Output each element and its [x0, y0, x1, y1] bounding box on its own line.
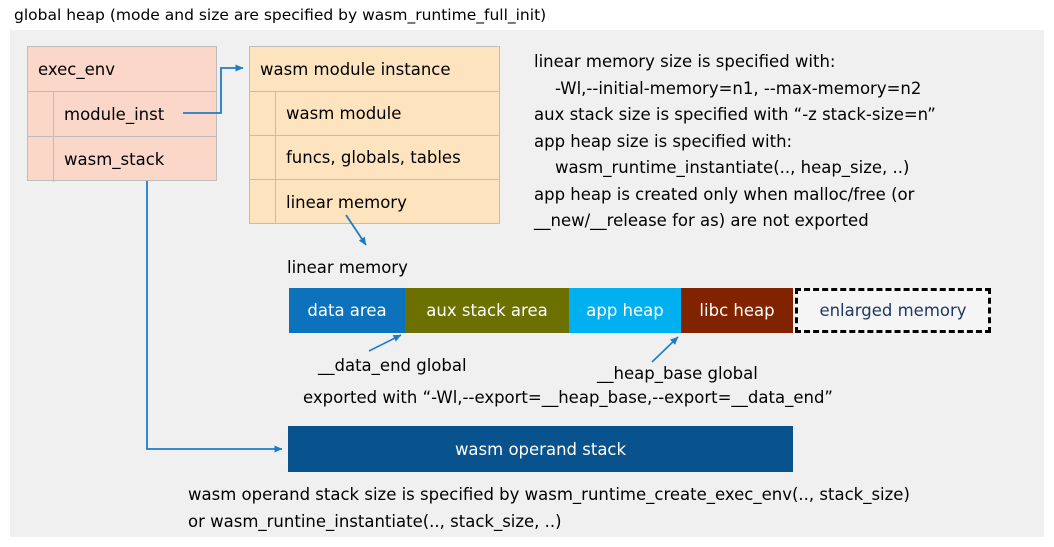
indent-cell: [250, 92, 276, 135]
exec-env-box: exec_env module_inst wasm_stack: [27, 46, 217, 182]
wasm-module-instance-box: wasm module instance wasm module funcs, …: [249, 46, 500, 224]
indent-cell: [28, 92, 54, 136]
linear-memory-caption: linear memory: [287, 258, 408, 277]
data-end-global-label: __data_end global: [318, 356, 467, 375]
module-instance-field-label: linear memory: [286, 192, 407, 212]
operand-stack-note: wasm operand stack size is specified by …: [188, 485, 910, 531]
module-instance-field-label: funcs, globals, tables: [286, 148, 461, 167]
exec-env-field-module-inst: module_inst: [28, 92, 216, 137]
exec-env-field-label: module_inst: [64, 104, 165, 124]
memory-segment-libc-heap: libc heap: [681, 288, 793, 333]
module-instance-header: wasm module instance: [250, 47, 499, 92]
indent-cell: [250, 180, 276, 224]
wasm-operand-stack-bar: wasm operand stack: [288, 426, 793, 472]
memory-segment-enlarged-memory: enlarged memory: [795, 288, 991, 333]
module-instance-field-wasm-module: wasm module: [250, 92, 499, 136]
page-title: global heap (mode and size are specified…: [14, 6, 547, 24]
indent-cell: [250, 136, 276, 179]
memory-segment-app-heap: app heap: [569, 288, 681, 333]
exec-env-field-wasm-stack: wasm_stack: [28, 137, 216, 182]
linear-memory-config-note: linear memory size is specified with: -W…: [534, 52, 936, 230]
heap-base-global-label: __heap_base global: [597, 364, 758, 383]
module-instance-field-label: wasm module: [286, 104, 402, 123]
module-instance-field-linear-memory: linear memory: [250, 180, 499, 224]
exported-with-label: exported with “-Wl,--export=__heap_base,…: [303, 388, 833, 407]
indent-cell: [28, 137, 54, 182]
memory-segment-data-area: data area: [289, 288, 405, 333]
module-instance-field-funcs-globals-tables: funcs, globals, tables: [250, 136, 499, 180]
exec-env-header: exec_env: [28, 47, 216, 92]
exec-env-field-label: wasm_stack: [64, 150, 165, 169]
memory-segment-aux-stack-area: aux stack area: [405, 288, 569, 333]
